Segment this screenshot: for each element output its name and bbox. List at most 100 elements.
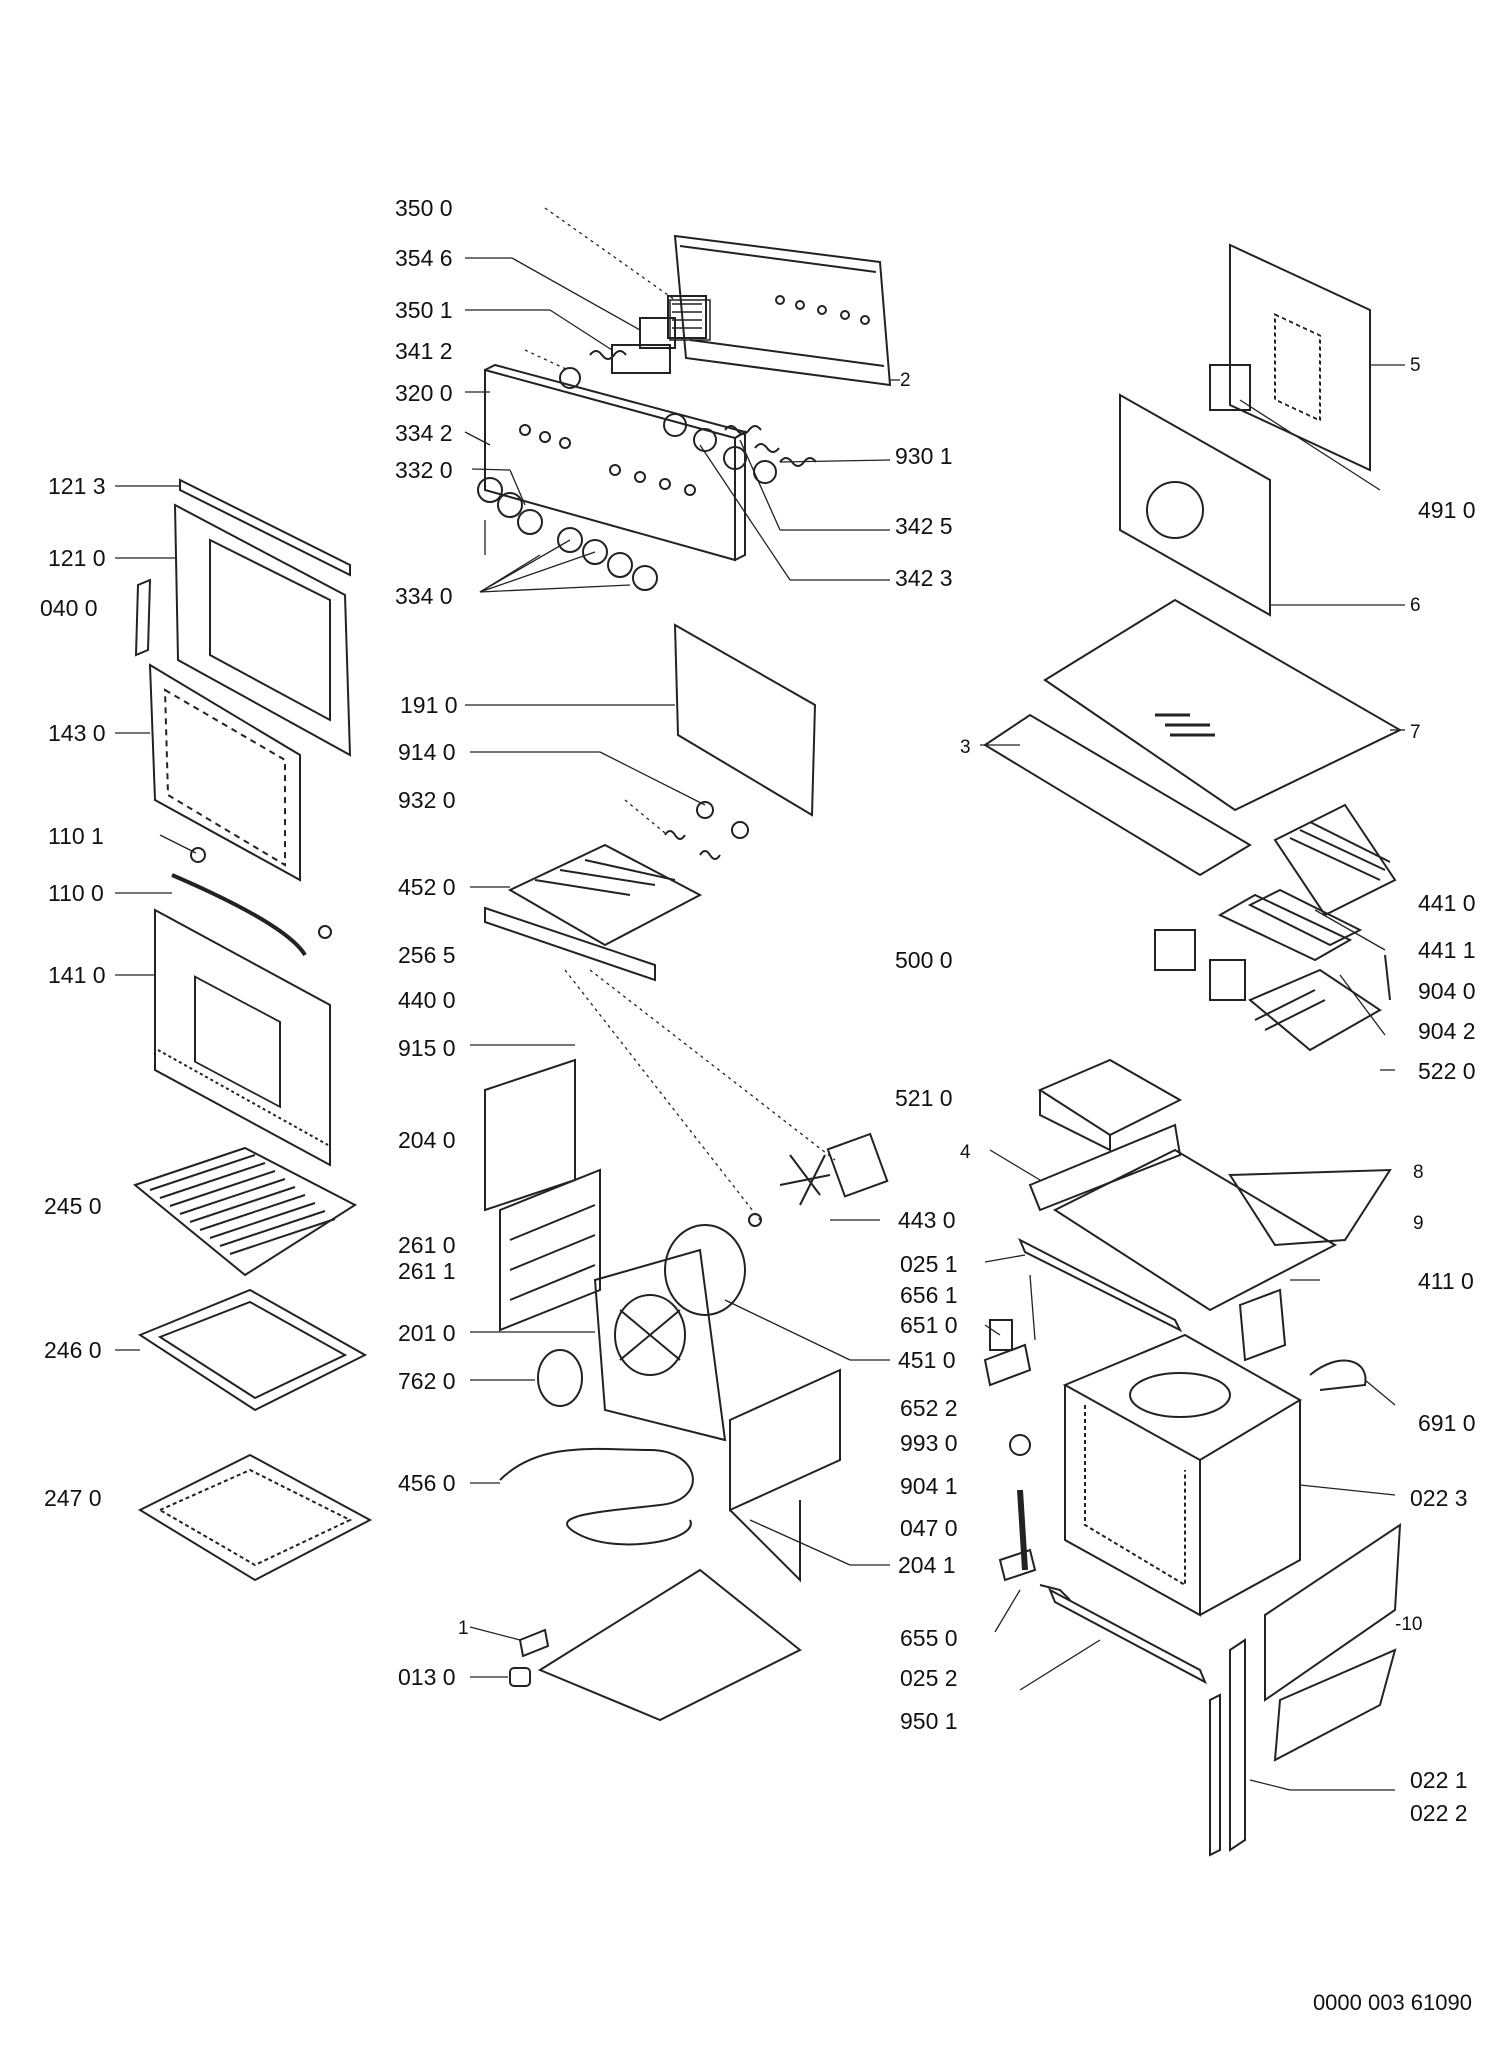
- wire-shelf: [132, 1146, 358, 1277]
- label-443-0: 443 0: [898, 1207, 956, 1233]
- label-441-1: 441 1: [1418, 937, 1476, 963]
- label-342-3: 342 3: [895, 565, 953, 591]
- label-350-0: 350 0: [395, 195, 453, 221]
- label-022-3: 022 3: [1410, 1485, 1468, 1511]
- label-441-0: 441 0: [1418, 890, 1476, 916]
- rear-panel: [1209, 243, 1371, 472]
- timer-box: [1238, 1288, 1287, 1362]
- label-762-0: 762 0: [398, 1368, 456, 1394]
- door-switch-parts: [983, 1319, 1032, 1571]
- diagram-reference-code: 0000 003 61090: [1312, 1990, 1472, 2015]
- label-993-0: 993 0: [900, 1430, 958, 1456]
- label-6: 6: [1410, 595, 1421, 616]
- label-655-0: 655 0: [900, 1625, 958, 1651]
- control-knobs: [477, 477, 658, 591]
- outer-door-glass-frame: [173, 503, 352, 757]
- label-022-1: 022 1: [1410, 1767, 1468, 1793]
- label-1: 1: [458, 1618, 469, 1639]
- hinge-parts: [171, 847, 332, 957]
- label-522-0: 522 0: [1418, 1058, 1476, 1084]
- label-342-5: 342 5: [895, 513, 953, 539]
- top-cover: [1043, 598, 1403, 812]
- label-201-0: 201 0: [398, 1320, 456, 1346]
- label-456-0: 456 0: [398, 1470, 456, 1496]
- side-rails: [484, 1058, 601, 1332]
- glass-plate: [673, 623, 817, 817]
- label-440-0: 440 0: [398, 987, 456, 1013]
- label-204-0: 204 0: [398, 1127, 456, 1153]
- oven-cavity: [1062, 1333, 1302, 1617]
- label-332-0: 332 0: [395, 457, 453, 483]
- label-141-0: 141 0: [48, 962, 106, 988]
- label-320-0: 320 0: [395, 380, 453, 406]
- label-013-0: 013 0: [398, 1664, 456, 1690]
- label-350-1: 350 1: [395, 297, 453, 323]
- label-022-2: 022 2: [1410, 1800, 1468, 1826]
- timer-switch: [611, 317, 676, 374]
- label-3: 3: [960, 737, 971, 758]
- label-915-0: 915 0: [398, 1035, 456, 1061]
- inner-door-panel: [154, 908, 331, 1167]
- label-521-0: 521 0: [895, 1085, 953, 1111]
- grill-pan: [137, 1453, 373, 1582]
- label-247-0: 247 0: [44, 1485, 102, 1511]
- label-334-0: 334 0: [395, 583, 453, 609]
- relay-board: [1154, 929, 1382, 1052]
- label-651-0: 651 0: [900, 1312, 958, 1338]
- label-334-2: 334 2: [395, 420, 453, 446]
- label-491-0: 491 0: [1418, 497, 1476, 523]
- label-451-0: 451 0: [898, 1347, 956, 1373]
- label-904-2: 904 2: [1418, 1018, 1476, 1044]
- label-950-1: 950 1: [900, 1708, 958, 1734]
- label-047-0: 047 0: [900, 1515, 958, 1541]
- label-656-1: 656 1: [900, 1282, 958, 1308]
- bottom-plate: [518, 1568, 802, 1722]
- cover-plate: [537, 1349, 583, 1407]
- front-frame-upright: [1209, 1638, 1246, 1857]
- cross-rail: [484, 906, 656, 982]
- label-652-2: 652 2: [900, 1395, 958, 1421]
- insulation-sheet: [983, 713, 1252, 877]
- door-top-trim: [179, 478, 351, 577]
- label-040-0: 040 0: [40, 595, 98, 621]
- bottom-foot: [509, 1667, 531, 1687]
- label-110-0: 110 0: [48, 880, 104, 906]
- thermostat-brackets: [1217, 888, 1391, 1001]
- door-handle: [134, 578, 152, 657]
- label-914-0: 914 0: [398, 739, 456, 765]
- label-500-0: 500 0: [895, 947, 953, 973]
- wiring-loom: [1309, 1359, 1367, 1391]
- fan-ring-element: [664, 1213, 762, 1316]
- lower-heating-element: [499, 1447, 694, 1546]
- label-411-0: 411 0: [1418, 1268, 1474, 1294]
- label-245-0: 245 0: [44, 1193, 102, 1219]
- front-frame-side: [1264, 1523, 1402, 1762]
- label-121-0: 121 0: [48, 545, 106, 571]
- rear-fan-cover: [593, 1248, 727, 1442]
- switch-springs: [559, 350, 817, 484]
- baking-tray: [137, 1288, 368, 1412]
- electronic-module: [1037, 1058, 1183, 1152]
- fan-motor: [779, 1132, 889, 1206]
- rear-control-bracket: [669, 234, 892, 387]
- cavity-front-strip: [1018, 1237, 1183, 1333]
- label-932-0: 932 0: [398, 787, 456, 813]
- bottom-trim: [1048, 1587, 1207, 1685]
- label-256-5: 256 5: [398, 942, 456, 968]
- control-panel-fascia: [484, 363, 748, 562]
- label-904-0: 904 0: [1418, 978, 1476, 1004]
- rear-bracket: [729, 1368, 841, 1583]
- label-4: 4: [960, 1142, 971, 1163]
- label-904-1: 904 1: [900, 1473, 958, 1499]
- label-025-2: 025 2: [900, 1665, 958, 1691]
- label-8: 8: [1413, 1162, 1424, 1183]
- inner-door-glass: [148, 663, 301, 882]
- label-691-0: 691 0: [1418, 1410, 1476, 1436]
- label-2: 2: [900, 370, 911, 391]
- hinge-receivers: [998, 1548, 1071, 1601]
- label-354-6: 354 6: [395, 245, 453, 271]
- cooling-fan: [1273, 803, 1397, 917]
- leader-lines: [115, 207, 1405, 1791]
- lamp-parts: [664, 801, 749, 860]
